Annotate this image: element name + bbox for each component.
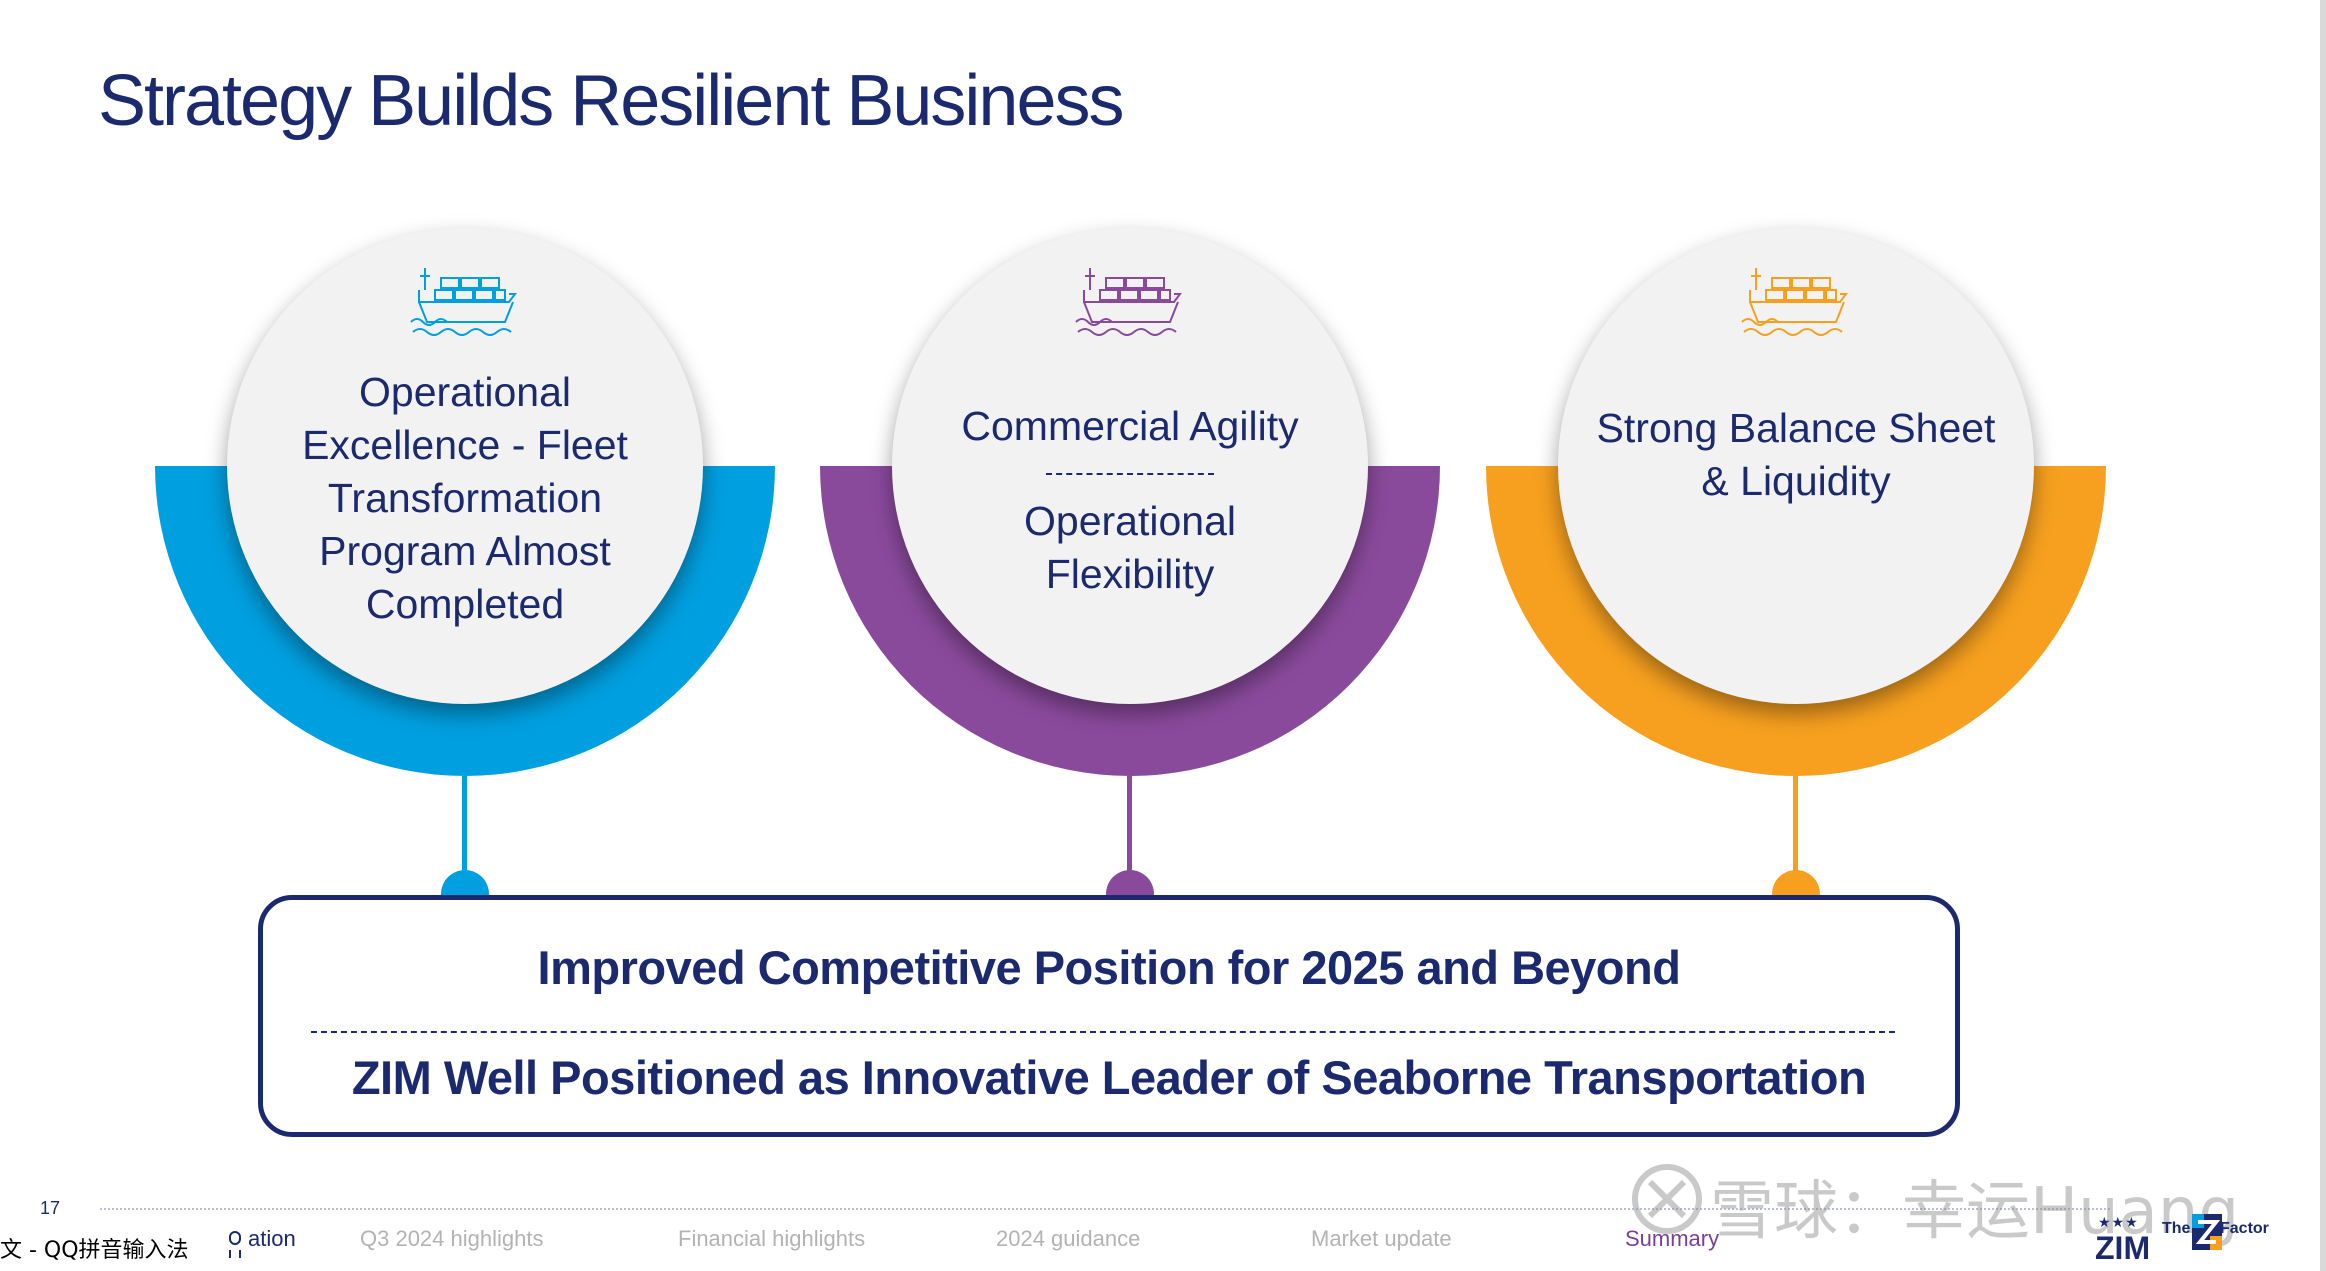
logo-wordmark: ZIM	[2095, 1230, 2151, 1266]
pillar-circle: Strong Balance Sheet & Liquidity	[1558, 228, 2034, 704]
pillar-text-top: Commercial Agility	[961, 403, 1299, 449]
pillar-balance-sheet: Strong Balance Sheet & Liquidity	[1486, 220, 2106, 920]
nav-item-guidance[interactable]: 2024 guidance	[996, 1226, 1141, 1251]
z-factor-mark-icon	[2192, 1214, 2222, 1250]
watermark-text: 雪球：幸运Huang	[1710, 1175, 2240, 1249]
ime-cursor-icon	[229, 1231, 241, 1258]
pillar-text: Strong Balance Sheet & Liquidity	[1596, 405, 1996, 504]
pillar-connector	[462, 776, 467, 886]
pillar-text: Operational Excellence - Fleet Transform…	[302, 369, 628, 627]
page-number: 17	[40, 1198, 61, 1218]
outcome-line-1: Improved Competitive Position for 2025 a…	[537, 941, 1681, 994]
slide-title: Strategy Builds Resilient Business	[98, 61, 1125, 141]
pillar-commercial-agility: Commercial Agility Operational Flexibili…	[820, 220, 1440, 920]
window-edge	[2320, 0, 2326, 1271]
pillar-text-bottom: Operational Flexibility	[1024, 498, 1236, 597]
pillar-connector	[1793, 776, 1798, 886]
container-ship-icon	[1741, 268, 1848, 336]
logo-tagline-right: Factor	[2220, 1220, 2269, 1237]
nav-item-agenda[interactable]: ation	[248, 1226, 296, 1251]
pillar-operational-excellence: Operational Excellence - Fleet Transform…	[155, 220, 775, 920]
zim-logo: ★★★ ZIM The Factor	[2092, 1200, 2302, 1266]
pillar-circle: Commercial Agility Operational Flexibili…	[892, 228, 1368, 704]
logo-tagline-left: The	[2162, 1220, 2191, 1237]
outcome-line-2: ZIM Well Positioned as Innovative Leader…	[351, 1051, 1867, 1104]
outcome-box: Improved Competitive Position for 2025 a…	[258, 895, 1960, 1137]
pillar-connector	[1127, 776, 1132, 886]
nav-item-financial-highlights[interactable]: Financial highlights	[678, 1226, 866, 1251]
ime-status: 文 - QQ拼音输入法	[0, 1238, 189, 1263]
snowball-logo-icon	[1632, 1164, 1702, 1234]
pillar-circle: Operational Excellence - Fleet Transform…	[227, 228, 703, 704]
container-ship-icon	[410, 268, 517, 336]
footer-divider	[100, 1208, 2110, 1210]
watermark: 雪球：幸运Huang	[1630, 1158, 2270, 1249]
container-ship-icon	[1075, 268, 1182, 336]
logo-stars: ★★★	[2098, 1214, 2139, 1230]
nav-item-market-update[interactable]: Market update	[1311, 1226, 1452, 1251]
nav-item-summary[interactable]: Summary	[1625, 1226, 1720, 1251]
outcome-divider	[311, 1031, 1895, 1033]
pillar-divider	[1046, 473, 1214, 475]
nav-item-q3-highlights[interactable]: Q3 2024 highlights	[360, 1226, 544, 1251]
